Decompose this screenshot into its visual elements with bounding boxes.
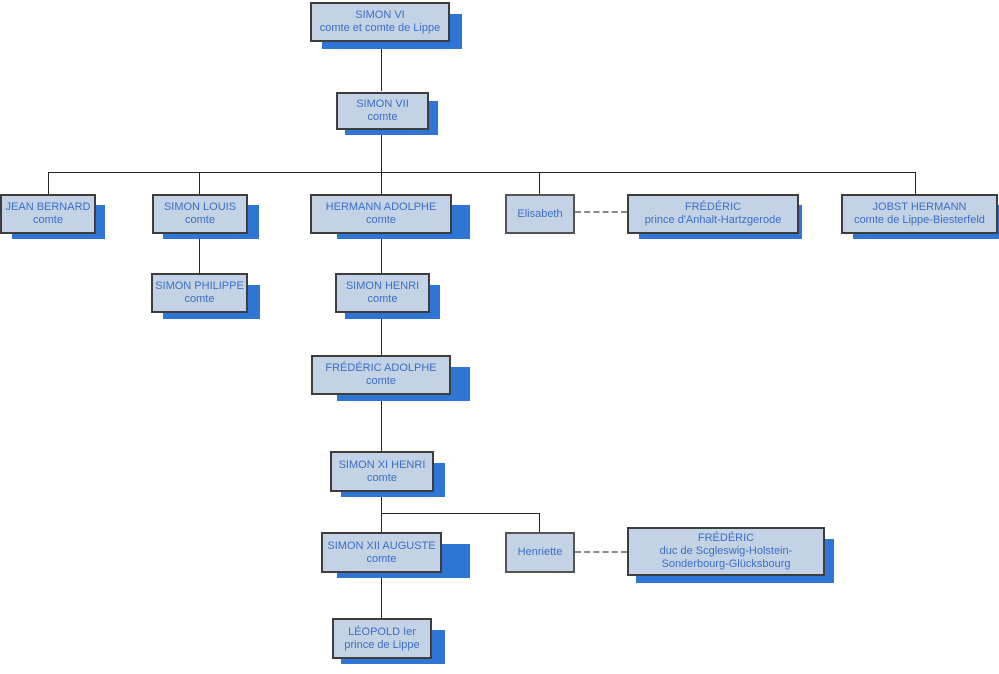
node-title: SIMON XII AUGUSTE: [327, 539, 436, 552]
node-hermann-adolphe[interactable]: HERMANN ADOLPHE comte: [310, 194, 452, 234]
node-title: FRÉDÉRIC: [697, 532, 755, 544]
node-simon6[interactable]: SIMON VI comte et comte de Lippe: [310, 2, 450, 42]
marriage-henriette-frederic: [575, 551, 627, 553]
node-frederic-anhalt[interactable]: FRÉDÉRIC prince d'Anhalt-Hartzgerode: [627, 194, 799, 234]
node-simon11-henri[interactable]: SIMON XI HENRI comte: [330, 451, 434, 492]
node-title: JEAN BERNARD: [5, 201, 91, 213]
node-subtitle: comte: [366, 552, 397, 565]
node-title: SIMON LOUIS: [163, 201, 237, 213]
node-simon-louis[interactable]: SIMON LOUIS comte: [152, 194, 248, 234]
connector-bus-simon-louis: [199, 172, 200, 194]
connector-simon11-bus: [381, 492, 382, 513]
node-subtitle: comte: [366, 214, 396, 226]
connector-hermann-simon-henri: [381, 234, 382, 273]
node-title: SIMON PHILIPPE: [155, 280, 244, 292]
connector-frederic-adolphe-simon11: [381, 397, 382, 451]
node-title: SIMON XI HENRI: [338, 458, 426, 471]
connector-bus-jean-bernard: [48, 172, 49, 194]
node-title: SIMON HENRI: [345, 280, 420, 292]
connector-simon-louis-simon-philippe: [199, 234, 200, 273]
connector-bus-simon12: [381, 513, 382, 532]
node-subtitle: comte: [184, 293, 215, 305]
connector-generation-henriette-bus: [381, 513, 540, 514]
connector-simon6-simon7: [381, 47, 382, 91]
node-title: Elisabeth: [517, 207, 563, 220]
node-subtitle: comte: [367, 111, 398, 123]
node-subtitle: comte de Lippe-Biesterfeld: [854, 214, 985, 226]
node-subtitle: comte: [367, 293, 398, 305]
node-frederic-glucksbourg[interactable]: FRÉDÉRIC duc de Scgleswig-Holstein-Sonde…: [627, 527, 825, 576]
node-simon7[interactable]: SIMON VII comte: [336, 92, 429, 130]
node-title: JOBST HERMANN: [872, 201, 967, 213]
connector-simon7-bus: [381, 133, 382, 172]
node-henriette[interactable]: Henriette: [505, 532, 575, 573]
connector-bus-jobst-hermann: [915, 172, 916, 194]
connector-bus-henriette: [539, 513, 540, 532]
node-simon-philippe[interactable]: SIMON PHILIPPE comte: [151, 273, 248, 313]
node-title: LÉOPOLD Ier: [348, 625, 416, 638]
node-jobst-hermann[interactable]: JOBST HERMANN comte de Lippe-Biesterfeld: [841, 194, 998, 234]
node-subtitle: comte: [367, 471, 397, 484]
connector-simon12-leopold: [381, 573, 382, 618]
node-title: SIMON VII: [356, 98, 409, 110]
node-title: Henriette: [517, 546, 563, 558]
node-elisabeth[interactable]: Elisabeth: [505, 194, 575, 234]
connector-bus-elisabeth: [539, 172, 540, 194]
node-title: FRÉDÉRIC ADOLPHE: [325, 362, 437, 374]
node-simon12-auguste[interactable]: SIMON XII AUGUSTE comte: [321, 532, 442, 573]
node-title: FRÉDÉRIC: [684, 201, 742, 213]
node-subtitle: comte: [33, 214, 63, 226]
node-subtitle: prince de Lippe: [344, 638, 420, 651]
node-subtitle: comte: [185, 214, 215, 226]
node-simon-henri[interactable]: SIMON HENRI comte: [335, 273, 430, 313]
marriage-elisabeth-frederic: [575, 211, 627, 213]
node-frederic-adolphe[interactable]: FRÉDÉRIC ADOLPHE comte: [311, 355, 451, 395]
connector-generation2-bus: [48, 172, 916, 173]
node-jean-bernard[interactable]: JEAN BERNARD comte: [0, 194, 96, 234]
node-subtitle: duc de Scgleswig-Holstein-Sonderbourg-Gl…: [659, 545, 793, 570]
connector-bus-hermann-adolphe: [381, 172, 382, 194]
node-leopold[interactable]: LÉOPOLD Ier prince de Lippe: [332, 618, 432, 659]
node-title: HERMANN ADOLPHE: [325, 201, 437, 213]
node-title: SIMON VI: [355, 9, 405, 21]
node-subtitle: comte: [366, 375, 396, 387]
connector-simon-henri-frederic-adolphe: [381, 315, 382, 355]
node-subtitle: comte et comte de Lippe: [319, 22, 441, 34]
node-subtitle: prince d'Anhalt-Hartzgerode: [644, 214, 782, 226]
